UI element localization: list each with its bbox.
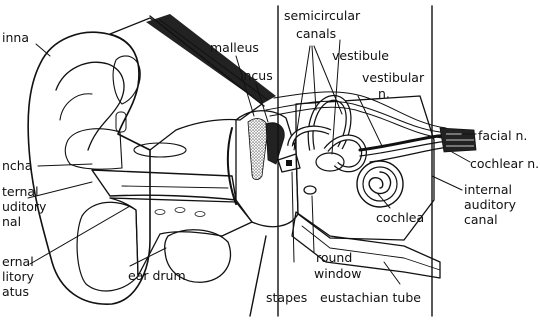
label-semicircular-canals-1: semicircular [284,8,361,23]
pinna-shape [28,32,150,304]
vestibule-shape [316,153,344,171]
incus-bone [266,123,284,164]
label-cochlear-nerve: cochlear n. [470,156,539,171]
label-vestibule: vestibule [332,48,389,63]
lower-bone-block [110,198,252,276]
label-external-auditory-canal-1: ternal [2,184,39,199]
cochlea-shape [357,161,403,207]
malleus-bone [248,119,268,180]
label-ear-drum: ear drum [128,268,186,283]
label-semicircular-canals-2: canals [296,26,336,41]
label-external-auditory-canal-3: nal [2,214,21,229]
label-internal-auditory-canal-1: internal [464,182,512,197]
label-eustachian-tube: eustachian tube [320,290,421,305]
semicircular-canals [290,98,364,169]
ear-canal [92,170,236,200]
label-internal-auditory-canal-2: auditory [464,197,517,212]
nerve-bundle [266,92,472,162]
anatomy-illustration [28,14,476,304]
label-facial-nerve: facial n. [478,128,527,143]
concha-shape [65,129,122,169]
label-round-window-2: window [314,266,361,281]
label-incus: incus [240,68,273,83]
label-cochlea: cochlea [376,210,424,225]
label-external-auditory-canal-2: uditory [2,199,47,214]
label-internal-auditory-canal-3: canal [464,212,498,227]
label-external-auditory-meatus-2: litory [2,269,35,284]
label-external-auditory-meatus-3: atus [2,284,29,299]
label-round-window-1: round [316,250,352,265]
label-malleus: malleus [210,40,259,55]
label-vestibular-nerve-1: vestibular [362,70,425,85]
label-stapes: stapes [266,290,307,305]
label-concha: ncha [2,158,32,173]
label-external-auditory-meatus-1: ernal [2,254,34,269]
label-vestibular-nerve-2: n. [378,86,390,101]
label-pinna: inna [2,30,29,45]
